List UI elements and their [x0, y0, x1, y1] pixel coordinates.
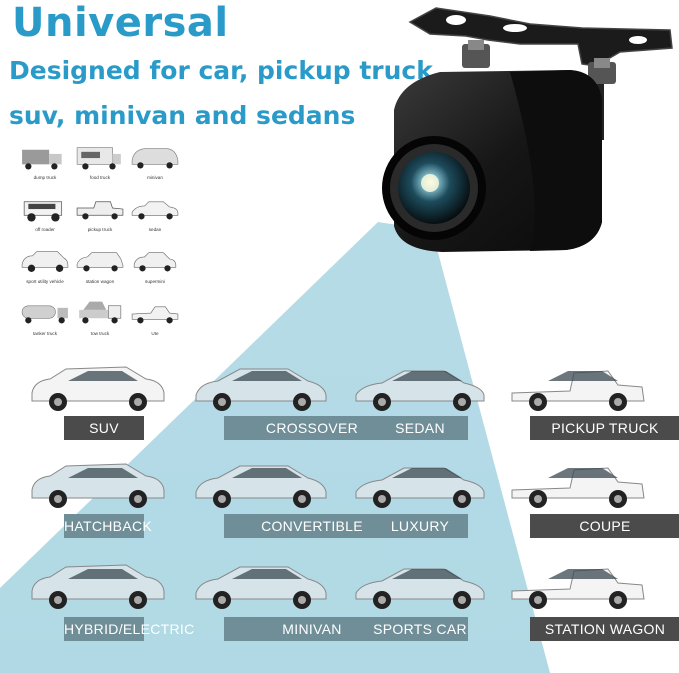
headline-line-2: suv, minivan and sedans [9, 101, 356, 130]
headline-line-1: Designed for car, pickup truck, [9, 56, 443, 85]
car-type-label: LUXURY [372, 514, 468, 538]
vehicle-grid-label: off roader [35, 227, 55, 232]
vehicle-grid-item: station wagon [75, 239, 125, 291]
vehicle-grid-item: sedan [130, 187, 180, 239]
car-type-label: CROSSOVER [224, 416, 400, 440]
vehicle-grid-label: pickup truck [87, 227, 113, 232]
dump-truck-icon [22, 149, 62, 170]
vehicle-grid-label: food truck [89, 175, 111, 180]
vehicle-grid-label: station wagon [85, 279, 115, 284]
vehicle-grid-item: food truck [75, 135, 125, 187]
vehicle-grid-label: minivan [147, 175, 163, 180]
sedan-icon [131, 201, 179, 220]
backup-camera [382, 7, 673, 252]
vehicle-grid-label: supermini [145, 279, 165, 284]
vehicle-grid-item: tanker truck [20, 291, 70, 343]
supermini-icon [133, 252, 177, 272]
car-image [31, 463, 165, 508]
car-type-label: SUV [64, 416, 144, 440]
car-type-label: MINIVAN [224, 617, 400, 641]
car-image [355, 370, 485, 411]
car-image [31, 366, 165, 411]
car-image [511, 467, 645, 508]
suv-icon [21, 251, 69, 272]
vehicle-grid-label: Ute [151, 331, 159, 336]
ute-icon [131, 306, 179, 324]
car-type-label: SPORTS CAR [372, 617, 468, 641]
vehicle-grid-label: tanker truck [33, 331, 57, 336]
vehicle-grid-label: sport utility vehicle [26, 279, 64, 284]
off-roader-icon [23, 201, 63, 222]
car-image [511, 370, 645, 411]
car-type-label: COUPE [530, 514, 679, 538]
car-type-label: HATCHBACK [64, 514, 152, 538]
car-image [355, 568, 485, 609]
vehicle-grid-item: pickup truck [75, 187, 125, 239]
food-truck-icon [76, 147, 121, 170]
headline-title: Universal [12, 0, 229, 46]
station-wagon-icon [76, 252, 124, 272]
vehicle-grid-item: minivan [130, 135, 180, 187]
vehicle-grid-label: dump truck [33, 175, 57, 180]
car-type-label: PICKUP TRUCK [530, 416, 679, 440]
car-type-label: STATION WAGON [530, 617, 679, 641]
car-type-label: SEDAN [372, 416, 468, 440]
car-image [511, 568, 645, 609]
vehicle-grid-label: tow truck [90, 331, 110, 336]
vehicle-grid-item: Ute [130, 291, 180, 343]
car-image [195, 368, 327, 411]
car-type-label: CONVERTIBLE [224, 514, 400, 538]
tow-truck-icon [79, 301, 122, 324]
vehicle-grid-item: sport utility vehicle [20, 239, 70, 291]
vehicle-grid-item: supermini [130, 239, 180, 291]
pickup-truck-icon [76, 201, 124, 220]
car-type-label: HYBRID/ELECTRIC [64, 617, 194, 641]
tanker-truck-icon [21, 305, 68, 324]
vehicle-grid-item: off roader [20, 187, 70, 239]
car-image [195, 465, 327, 508]
car-image [355, 467, 485, 508]
vehicle-grid-item: dump truck [20, 135, 70, 187]
car-image [31, 564, 165, 609]
vehicle-type-grid: dump truck food truck minivan off roader pic… [20, 135, 182, 345]
car-image [195, 566, 327, 609]
vehicle-grid-item: tow truck [75, 291, 125, 343]
vehicle-grid-label: sedan [148, 227, 162, 232]
minivan-icon [131, 148, 179, 169]
